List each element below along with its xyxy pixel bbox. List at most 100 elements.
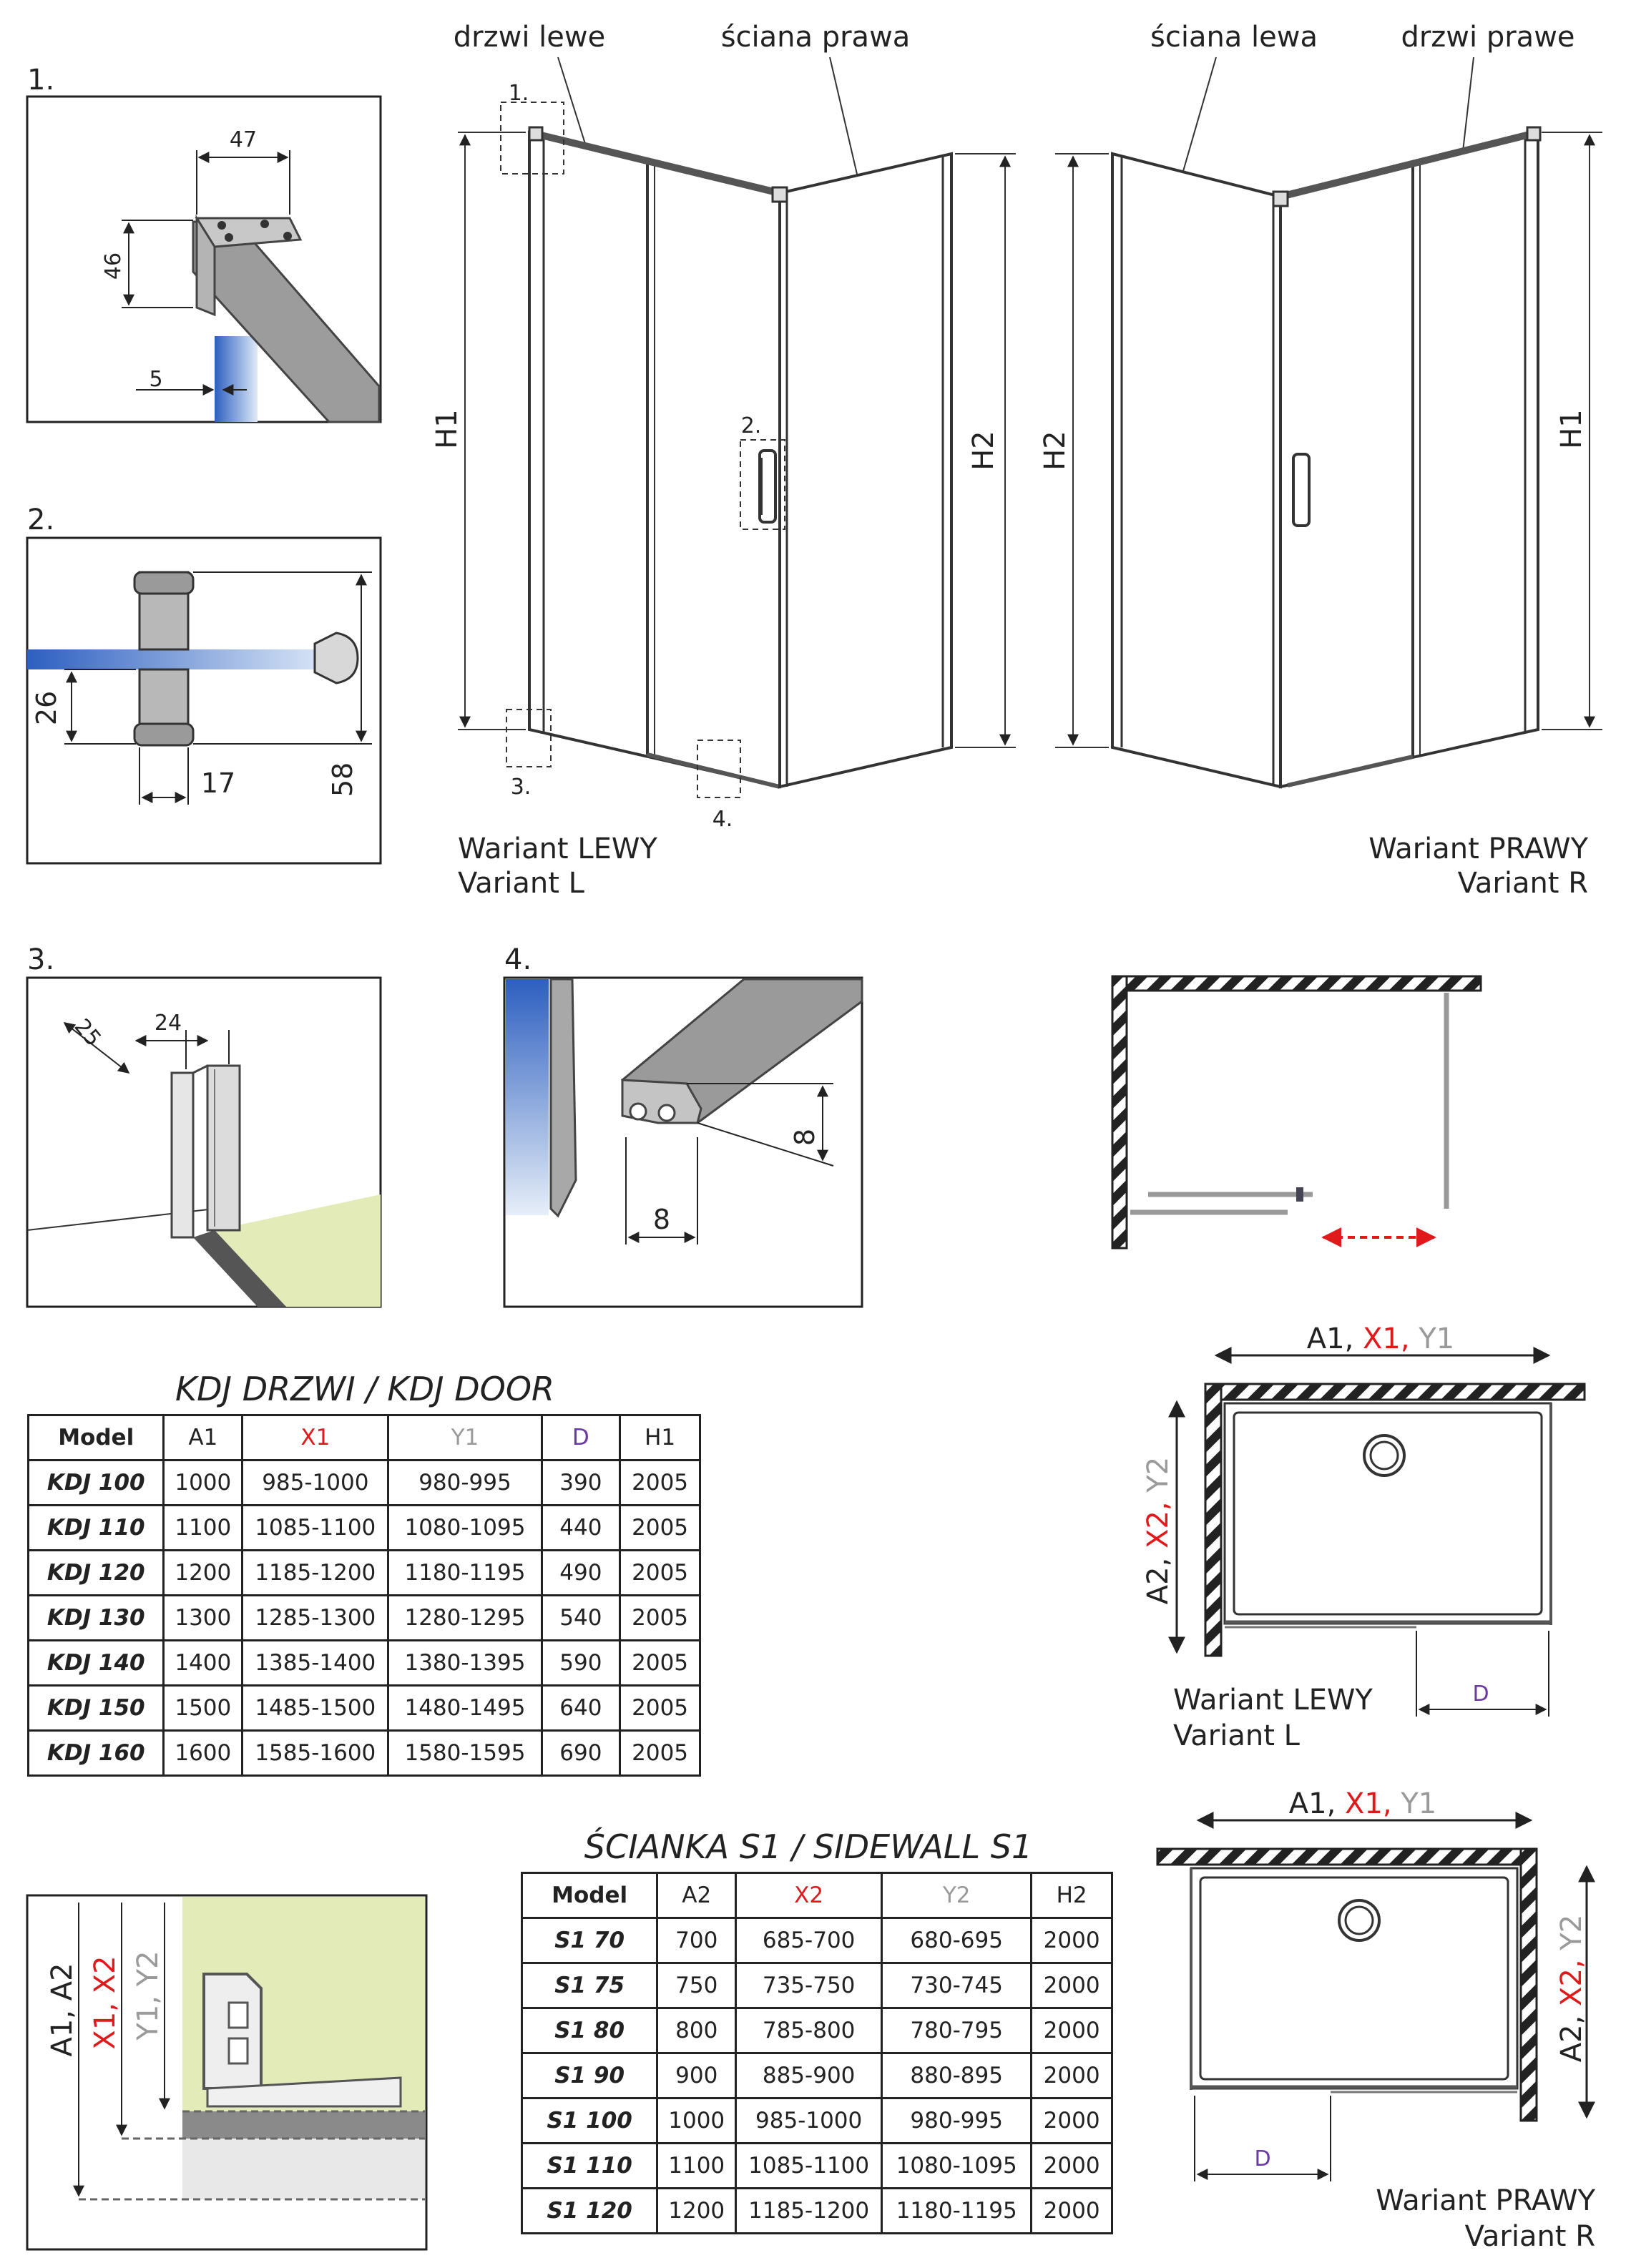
detail-3: 3. 24 25 [26,943,382,1308]
elevation-right: ściana lewa drzwi prawe H2 H1 Wariant PR… [1039,21,1602,900]
detail-2-number: 2. [27,504,54,536]
detail-4-seal-hole [657,1104,676,1122]
plan-left-wall-left [1204,1383,1223,1657]
kdj-header-x1: X1 [241,1414,390,1461]
plan-left-wall-top [1204,1383,1586,1401]
plan-left: A1, X1, Y1 A2, X2, Y2 D Wariant LEWY Var… [1142,1322,1586,1752]
sliding-schematic [1111,975,1482,1250]
handle-cap-top [133,571,195,595]
detail-2-b: 17 [201,767,235,799]
label-drzwi-prawe: drzwi prawe [1401,21,1574,54]
plan-left-depth-label: A2, X2, Y2 [1142,1457,1175,1604]
s1-table-title: ŚCIANKA S1 / SIDEWALL S1 [584,1827,1032,1866]
callout-4: 4. [712,807,733,832]
profile-a-label: A1, A2 [46,1963,79,2056]
handle-icon [1296,1187,1303,1202]
elevation-left: drzwi lewe ściana prawa 1. 2. 3. 4. H1 [431,21,1016,900]
kdj-header-a1: A1 [162,1414,244,1461]
kdj-header-model: Model [26,1414,165,1461]
detail-4-b: 8 [653,1204,670,1235]
plan-left-width-label: A1, X1, Y1 [1307,1322,1454,1355]
detail-1-width: 47 [230,127,257,152]
screw-icon [283,232,292,240]
detail-4-glass [506,979,549,1215]
dim-h2-right: H2 [1039,431,1072,471]
plan-left-tray-inner [1233,1411,1543,1616]
wall-top [1111,975,1482,992]
detail-4-number: 4. [504,943,532,976]
detail-1-glass [215,336,258,422]
plan-right-wall-top [1156,1847,1538,1866]
caption-wariant-lewy: Wariant LEWY [458,833,657,865]
label-sciana-lewa: ściana lewa [1150,21,1318,54]
drain-icon [1338,1899,1381,1942]
detail-1-number: 1. [27,64,54,97]
wall-left [1111,975,1128,1250]
plan-left-caption-2: Variant L [1173,1719,1301,1752]
callout-2: 2. [741,413,762,438]
detail-3-wall-profile [170,1071,195,1239]
detail-2-hinge [313,632,359,684]
kdj-header-h1: H1 [619,1414,701,1461]
profile-detail: A1, A2 X1, X2 Y1, Y2 [26,1894,428,2251]
detail-1-height: 46 [101,252,126,280]
detail-4-door-profile [549,978,577,1218]
dim-h1-right: H1 [1555,409,1588,449]
s1-header-a2: A2 [656,1872,738,1919]
s1-header-x2: X2 [735,1872,883,1919]
s1-header-h2: H2 [1030,1872,1113,1919]
dim-h2-left: H2 [967,431,1000,471]
profile-x-label: X1, X2 [89,1955,122,2049]
label-sciana-prawa: ściana prawa [721,21,911,54]
detail-3-magnet-profile [206,1064,241,1232]
callout-1: 1. [509,81,529,106]
detail-3-threshold [193,1230,286,1307]
caption-variant-r: Variant R [1458,867,1588,900]
detail-2-c: 58 [327,762,358,797]
screw-icon [217,221,226,230]
detail-2: 2. 26 17 58 [26,504,382,865]
kdj-header-row: Model A1 X1 Y1 D H1 [26,1414,701,1461]
detail-3-b: 24 [155,1011,182,1036]
detail-4-seal-hole [629,1102,647,1121]
label-drzwi-lewe: drzwi lewe [454,21,605,54]
detail-1-gap: 5 [149,367,162,392]
kdj-header-d: D [540,1414,622,1461]
plan-right-depth-label: A2, X2, Y2 [1555,1915,1588,2062]
caption-variant-l: Variant L [458,867,585,900]
s1-header-y2: Y2 [881,1872,1033,1919]
s1-header-model: Model [520,1872,659,1919]
s1-header-row: Model A2 X2 Y2 H2 [520,1872,1113,1919]
plan-left-caption-1: Wariant LEWY [1173,1684,1373,1717]
plan-right-caption-1: Wariant PRAWY [1376,2184,1595,2217]
plan-right-tray-inner [1199,1876,1509,2081]
caption-wariant-prawy: Wariant PRAWY [1368,833,1588,865]
kdj-header-y1: Y1 [387,1414,543,1461]
detail-2-glass [27,649,335,669]
screw-icon [225,233,233,242]
plan-right-d: D [1254,2146,1270,2171]
plan-right-caption-2: Variant R [1465,2220,1595,2253]
callout-3: 3. [511,775,532,800]
detail-3-floor [215,1194,381,1307]
detail-2-frame [26,536,382,865]
screw-icon [260,220,269,228]
plan-right-width-label: A1, X1, Y1 [1289,1787,1436,1820]
dim-h1-left: H1 [431,409,464,449]
plan-right: A1, X1, Y1 A2, X2, Y2 D Wariant PRAWY Va… [1156,1787,1596,2253]
plan-right-wall-right [1519,1847,1538,2122]
profile-y-label: Y1, Y2 [132,1950,165,2041]
kdj-table-title: KDJ DRZWI / KDJ DOOR [175,1370,554,1408]
detail-1: 1. 47 46 5 [26,64,382,423]
